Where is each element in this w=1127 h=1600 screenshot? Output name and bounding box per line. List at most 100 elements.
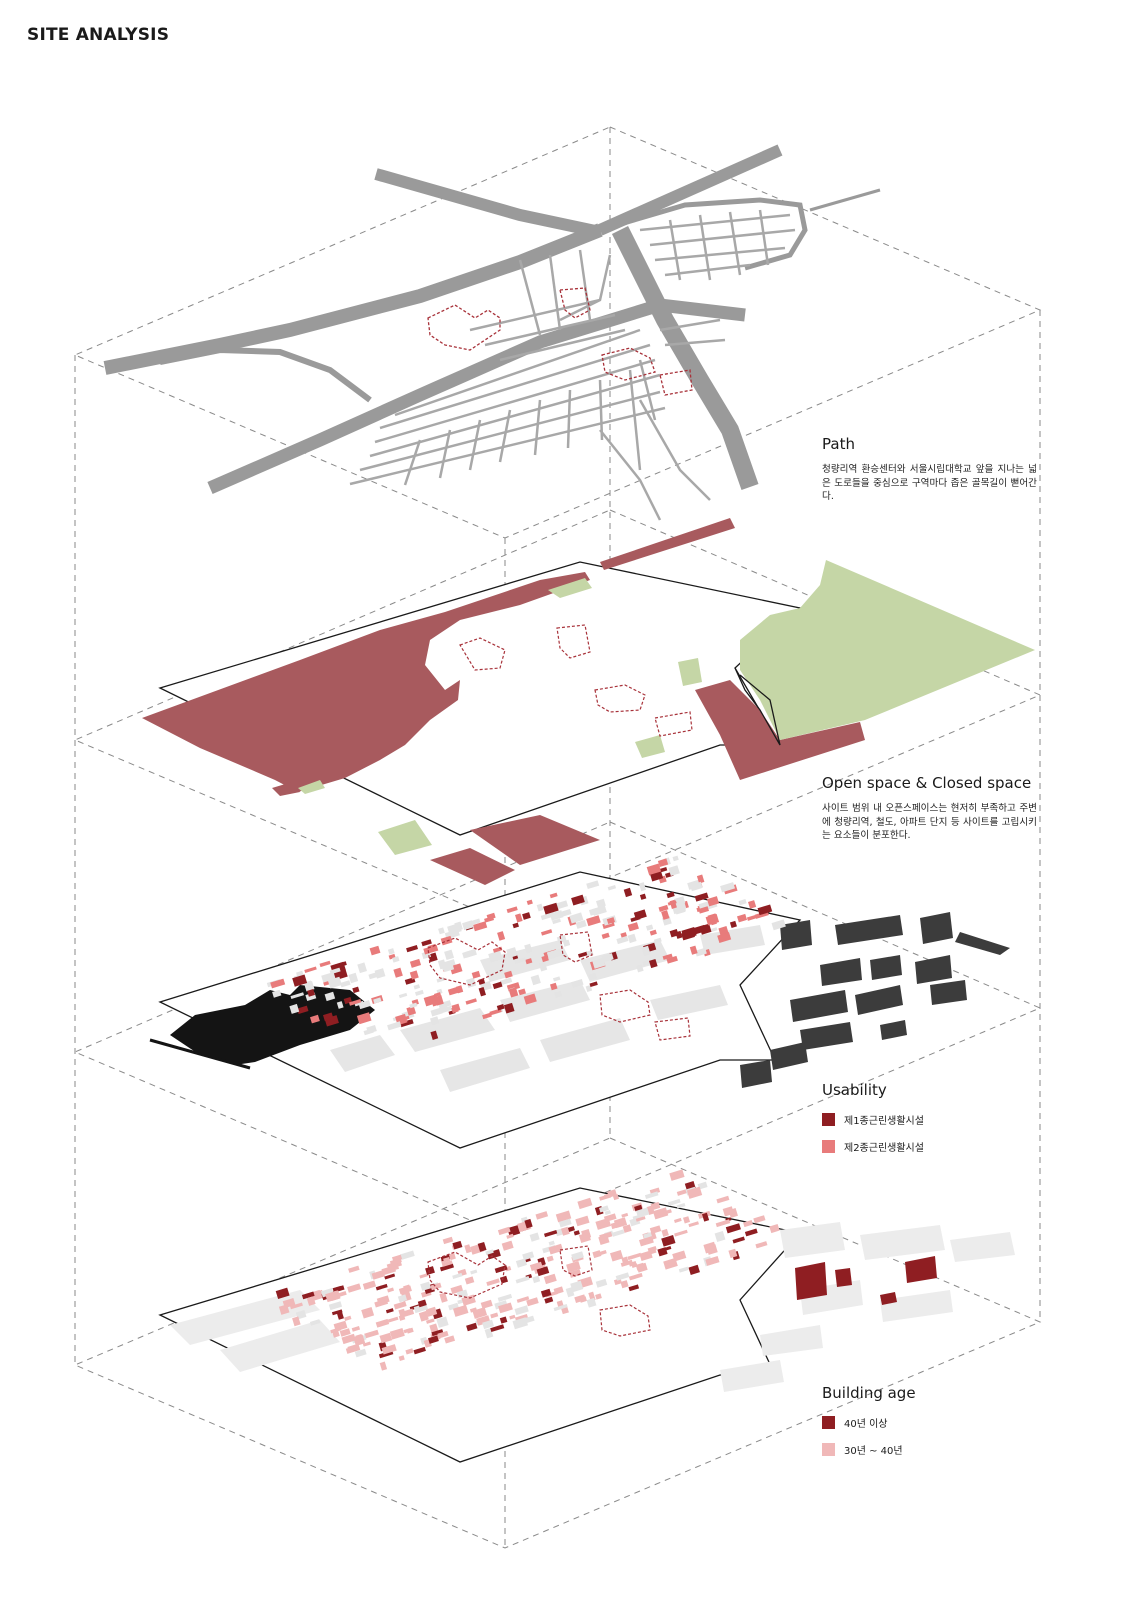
building-footprint — [438, 927, 445, 935]
page-title: SITE ANALYSIS — [27, 25, 170, 45]
building-footprint — [398, 1314, 406, 1321]
building-footprint — [437, 1330, 449, 1339]
openspace-title: Open space & Closed space — [822, 774, 1032, 792]
building-footprint — [393, 1301, 407, 1310]
building-footprint — [290, 992, 305, 999]
building-footprint — [573, 1230, 580, 1236]
closed-space-rail-top — [600, 518, 735, 570]
building-footprint — [641, 945, 651, 957]
path-layer-alleys — [349, 209, 796, 521]
building-footprint — [681, 927, 697, 940]
building-footprint — [686, 1186, 703, 1199]
building-footprint — [515, 1313, 528, 1321]
building-footprint — [272, 989, 282, 998]
building-footprint — [381, 1344, 397, 1355]
path-layer-roads — [103, 144, 881, 494]
building-footprint — [676, 1202, 686, 1209]
building-footprint — [636, 1262, 648, 1273]
building-footprint — [701, 1212, 710, 1222]
building-footprint — [661, 1234, 676, 1247]
building-footprint — [663, 1257, 678, 1270]
building-footprint — [448, 1302, 459, 1311]
building-footprint — [351, 1325, 361, 1332]
building-footprint — [530, 974, 541, 986]
legend-label: 제1종근린생활시설 — [844, 1115, 924, 1127]
building-footprint — [544, 1230, 558, 1238]
building-footprint — [541, 955, 549, 963]
building-footprint — [417, 1299, 427, 1308]
legend-label: 제2종근린생활시설 — [844, 1142, 924, 1154]
building-footprint — [586, 915, 601, 927]
building-footprint — [324, 991, 336, 1002]
building-footprint — [678, 1266, 689, 1273]
building-footprint — [720, 882, 736, 893]
building-footprint — [693, 924, 707, 935]
building-footprint — [334, 1323, 342, 1329]
building-footprint — [289, 1003, 300, 1014]
building-footprint — [553, 976, 561, 982]
building-footprint — [387, 1287, 394, 1293]
building-footprint — [696, 874, 705, 884]
building-footprint — [333, 961, 347, 969]
building-footprint — [393, 967, 403, 978]
building-footprint — [496, 1004, 505, 1011]
building-footprint — [434, 995, 444, 1006]
building-footprint — [636, 1207, 650, 1218]
building-footprint — [562, 939, 571, 947]
building-footprint — [560, 1226, 570, 1236]
building-footprint — [470, 1269, 478, 1275]
open-space-1 — [548, 578, 592, 598]
usability-legend: Usability 제1종근린생활시설 제2종근린생활시설 — [822, 1081, 924, 1162]
building-footprint — [548, 1240, 555, 1246]
building-footprint — [275, 1287, 290, 1300]
building-footprint — [436, 1316, 449, 1328]
building-footprint — [464, 1244, 472, 1254]
building-footprint — [409, 1002, 418, 1009]
building-footprint — [672, 1250, 687, 1262]
building-footprint — [453, 1304, 469, 1317]
building-footprint — [340, 980, 351, 988]
legend-swatch — [822, 1139, 835, 1153]
building-footprint — [439, 1292, 448, 1303]
building-footprint — [323, 1012, 334, 1022]
building-footprint — [672, 902, 687, 913]
building-footprint — [488, 950, 503, 963]
building-footprint — [540, 911, 556, 921]
age-buildings — [275, 1169, 780, 1371]
building-footprint — [717, 932, 732, 943]
building-footprint — [628, 1272, 643, 1281]
building-footprint — [398, 1285, 412, 1295]
building-footprint — [347, 1283, 362, 1293]
legend-label: 40년 이상 — [844, 1418, 888, 1430]
building-footprint — [631, 1263, 638, 1268]
building-footprint — [362, 1280, 377, 1290]
building-footprint — [473, 921, 488, 932]
building-footprint — [516, 1296, 530, 1303]
building-footprint — [586, 1297, 597, 1308]
building-footprint — [732, 1236, 745, 1244]
building-footprint — [497, 931, 506, 941]
building-footprint — [430, 1030, 439, 1040]
building-footprint — [570, 1280, 584, 1293]
building-footprint — [571, 979, 584, 988]
open-space-3 — [635, 735, 665, 758]
building-footprint — [596, 898, 606, 908]
openspace-label-block: Open space & Closed space 사이트 범위 내 오픈스페이… — [822, 774, 1037, 843]
building-footprint — [538, 961, 548, 972]
building-footprint — [471, 970, 481, 979]
building-footprint — [419, 1272, 429, 1279]
building-footprint — [705, 1256, 720, 1266]
building-footprint — [628, 1261, 637, 1267]
building-footprint — [546, 1255, 554, 1262]
building-footprint — [548, 1243, 564, 1255]
building-footprint — [620, 1280, 629, 1289]
building-footprint — [586, 880, 600, 890]
building-footprint — [667, 900, 677, 906]
building-footprint — [301, 1291, 315, 1300]
building-footprint — [409, 970, 419, 980]
building-footprint — [515, 913, 523, 923]
building-footprint — [413, 1346, 426, 1355]
building-footprint — [659, 1209, 672, 1216]
open-space-park — [740, 560, 1035, 740]
building-footprint — [647, 1246, 657, 1253]
